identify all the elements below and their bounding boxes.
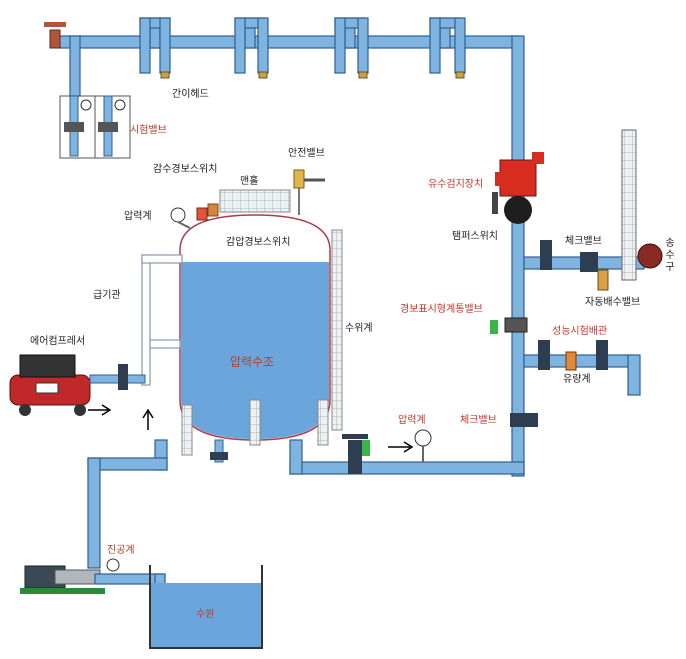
vacuum-gauge (106, 558, 120, 572)
header-pipe (57, 35, 525, 477)
fdc-char-1: 송 (665, 238, 675, 249)
label-header: 간이헤드 (172, 89, 209, 100)
label-manhole: 맨홀 (240, 176, 259, 187)
arrow-right-compressor (88, 404, 112, 416)
main-feed-pipe (87, 439, 525, 569)
arrow-right-gauge (388, 441, 414, 453)
label-air-compressor: 에어컴프레서 (30, 336, 86, 347)
label-flow-alarm-check: 유수검지장치 (428, 179, 484, 190)
manhole (219, 189, 291, 213)
label-alarm-test-valve: 경보표시형계통밸브 (400, 304, 483, 315)
label-vacuum-gauge: 진공계 (107, 545, 135, 556)
label-pressure-gauge-line: 압력계 (398, 415, 426, 426)
label-low-water-switch: 감수경보스위치 (153, 164, 218, 175)
label-water-level-gauge: 수위계 (345, 323, 373, 334)
fdc-char-2: 수 (665, 250, 675, 261)
label-pressure-tank: 압력수조 (230, 355, 275, 369)
arrow-up-supply (142, 408, 154, 430)
pump-assembly (20, 565, 105, 594)
label-air-supply-pipe: 급기관 (93, 290, 121, 301)
alarm-test-valve[interactable] (490, 317, 528, 334)
label-fire-dept-connection: 송 수 구 (664, 238, 676, 274)
label-check-valve-bottom: 체크밸브 (460, 415, 497, 426)
pressure-tank (179, 214, 331, 441)
fdc-char-3: 구 (665, 262, 675, 273)
sprinkler-heads (160, 71, 465, 79)
label-test-valve: 시험밸브 (130, 125, 167, 136)
label-flowmeter: 유량계 (563, 374, 591, 385)
tank-pressure-gauge (170, 207, 191, 229)
fire-dept-connection (621, 129, 663, 281)
label-tamper-switch: 탬퍼스위치 (452, 231, 498, 242)
label-safety-valve: 안전밸브 (288, 148, 325, 159)
label-check-valve-top: 체크밸브 (565, 236, 602, 247)
label-water-source: 수원 (196, 609, 215, 620)
test-valve-assembly (59, 95, 131, 159)
tank-legs (181, 399, 329, 456)
safety-valve[interactable] (293, 169, 325, 215)
top-inlet-valve[interactable] (44, 22, 66, 49)
alarm-check-valve[interactable] (495, 152, 544, 224)
water-level-gauge (331, 229, 343, 431)
air-compressor (9, 354, 91, 416)
water-source-tank (149, 565, 263, 649)
compressor-outlet (89, 364, 146, 390)
auto-drain-valve[interactable] (597, 269, 609, 291)
tamper-switch[interactable] (492, 192, 498, 214)
check-valve-top[interactable] (540, 240, 598, 272)
label-performance-test-pipe: 성능시험배관 (552, 326, 608, 337)
tank-drain-valve[interactable] (210, 439, 228, 463)
low-water-switch[interactable] (207, 203, 219, 217)
check-valve-bottom[interactable] (510, 413, 538, 427)
low-pressure-switch[interactable] (196, 207, 208, 221)
bottom-gate-valve[interactable] (342, 434, 370, 474)
label-low-pressure-switch: 감압경보스위치 (226, 237, 291, 248)
air-supply-pipe (141, 254, 183, 386)
performance-test-valves[interactable] (538, 340, 608, 371)
label-pressure-gauge-tank: 압력계 (124, 211, 152, 222)
line-pressure-gauge (414, 429, 432, 462)
label-auto-drain-valve: 자동배수밸브 (585, 297, 641, 308)
